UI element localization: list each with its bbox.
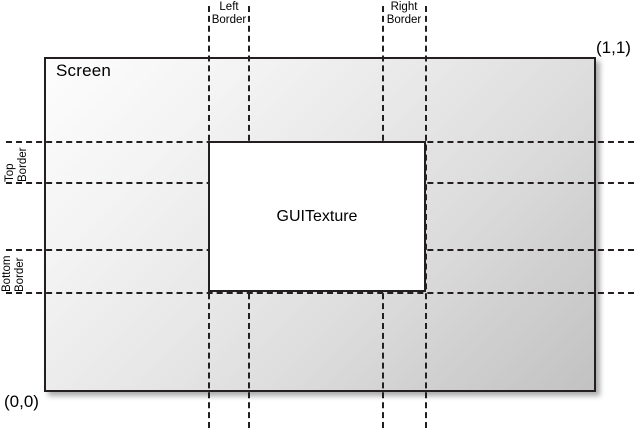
guitexture-rectangle [208, 141, 426, 292]
coordinate-top-right: (1,1) [596, 38, 631, 57]
label-bottom-border: Bottom Border [1, 256, 27, 292]
label-top-border-line2: Border [17, 147, 29, 182]
label-top-border-line1: Top [4, 163, 16, 182]
label-bottom-border-line1: Bottom [1, 255, 13, 292]
label-left-border-line2: Border [211, 14, 247, 26]
label-right-border: Right Border [380, 1, 428, 27]
label-top-border: Top Border [4, 147, 30, 182]
guide-line-bottom-border-outer [6, 292, 634, 294]
screen-label: Screen [56, 61, 112, 80]
guitexture-label-wrapper: GUITexture [208, 141, 426, 292]
label-right-border-line1: Right [390, 1, 418, 13]
label-bottom-border-line2: Border [14, 257, 26, 292]
guide-line-right-border-outer [425, 6, 427, 428]
label-left-border: Left Border [206, 1, 252, 27]
coordinate-bottom-left: (0,0) [4, 392, 39, 411]
label-left-border-line1: Left [219, 1, 239, 13]
guitexture-label: GUITexture [276, 207, 358, 225]
label-right-border-line2: Border [386, 14, 422, 26]
